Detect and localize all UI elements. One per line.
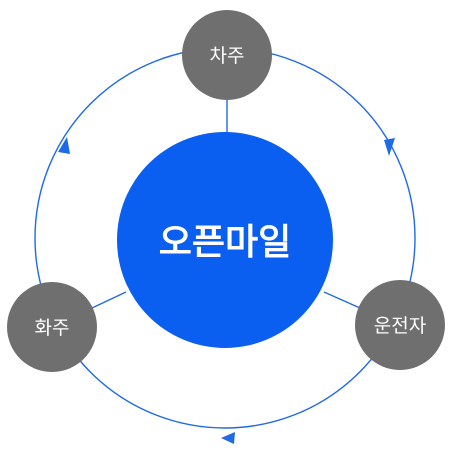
arrow-left-icon [58,137,70,154]
node-left [7,282,97,372]
node-top-label: 차주 [210,45,245,67]
node-right-label: 운전자 [374,315,426,337]
node-left-label: 화주 [35,317,70,339]
node-right [355,280,445,370]
arrow-right-icon [384,138,395,156]
center-hub [117,132,333,348]
connector-line-right [323,291,361,309]
connector-line-left [91,291,127,309]
arrow-bottom-icon [221,432,235,444]
node-top [182,10,272,100]
center-hub-label: 오픈마일 [159,222,291,263]
